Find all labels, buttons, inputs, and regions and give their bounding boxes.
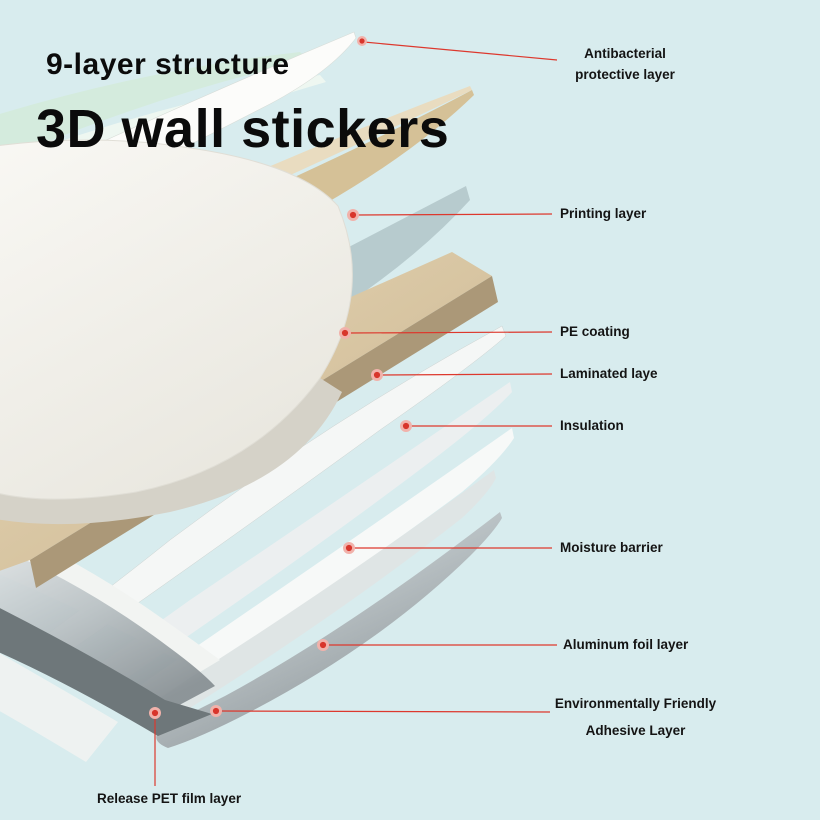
label-moisture-barrier: Moisture barrier	[560, 540, 663, 555]
dot-antibacterial	[357, 36, 367, 46]
label-pe-coating: PE coating	[560, 324, 630, 339]
adhesive-layer-shape	[0, 653, 118, 762]
dot-insulation	[400, 420, 412, 432]
label-release-pet-film-layer: Release PET film layer	[97, 791, 242, 806]
label-antibacterial-line2: protective layer	[575, 66, 675, 82]
label-adhesive-line1: Environmentally Friendly	[554, 696, 717, 711]
release-pet-film-shape	[0, 608, 212, 736]
mint-backing-sheet	[0, 52, 310, 162]
dot-pe	[339, 327, 351, 339]
dot-printing	[347, 209, 359, 221]
dot-release	[149, 707, 161, 719]
leader-printing	[355, 213, 553, 216]
dot-adhesive	[210, 705, 222, 717]
structure-subtitle: 9-layer structure	[46, 48, 290, 81]
label-adhesive-line2: Adhesive Layer	[585, 723, 686, 738]
aluminum-foil-shape	[156, 512, 502, 748]
leader-laminated	[379, 373, 553, 376]
label-laminated-layer: Laminated laye	[560, 366, 658, 381]
dot-aluminum	[317, 639, 329, 651]
dot-moisture	[343, 542, 355, 554]
label-antibacterial-layer: Antibacterial protective layer	[540, 44, 710, 86]
aluminum-left-wedge	[0, 548, 215, 710]
moisture-barrier-shape	[146, 470, 496, 718]
dot-laminated	[371, 369, 383, 381]
leader-pe	[347, 331, 553, 334]
insulation-layer-shape	[72, 382, 512, 696]
label-antibacterial-line1: Antibacterial	[584, 46, 666, 61]
label-insulation: Insulation	[560, 418, 624, 433]
leader-antibacterial	[363, 41, 558, 61]
leader-adhesive	[218, 710, 551, 713]
white-textured-layer	[0, 139, 353, 500]
page-title: 3D wall stickers	[36, 99, 450, 159]
label-aluminum-foil-layer: Aluminum foil layer	[563, 637, 689, 652]
white-sheet-3	[116, 428, 514, 712]
leader-lines	[154, 41, 558, 786]
white-textured-layer-underside	[0, 378, 342, 525]
callout-dots	[149, 36, 412, 719]
label-adhesive-layer: Environmentally Friendly Adhesive Layer	[533, 690, 738, 744]
label-printing-layer: Printing layer	[560, 206, 647, 221]
